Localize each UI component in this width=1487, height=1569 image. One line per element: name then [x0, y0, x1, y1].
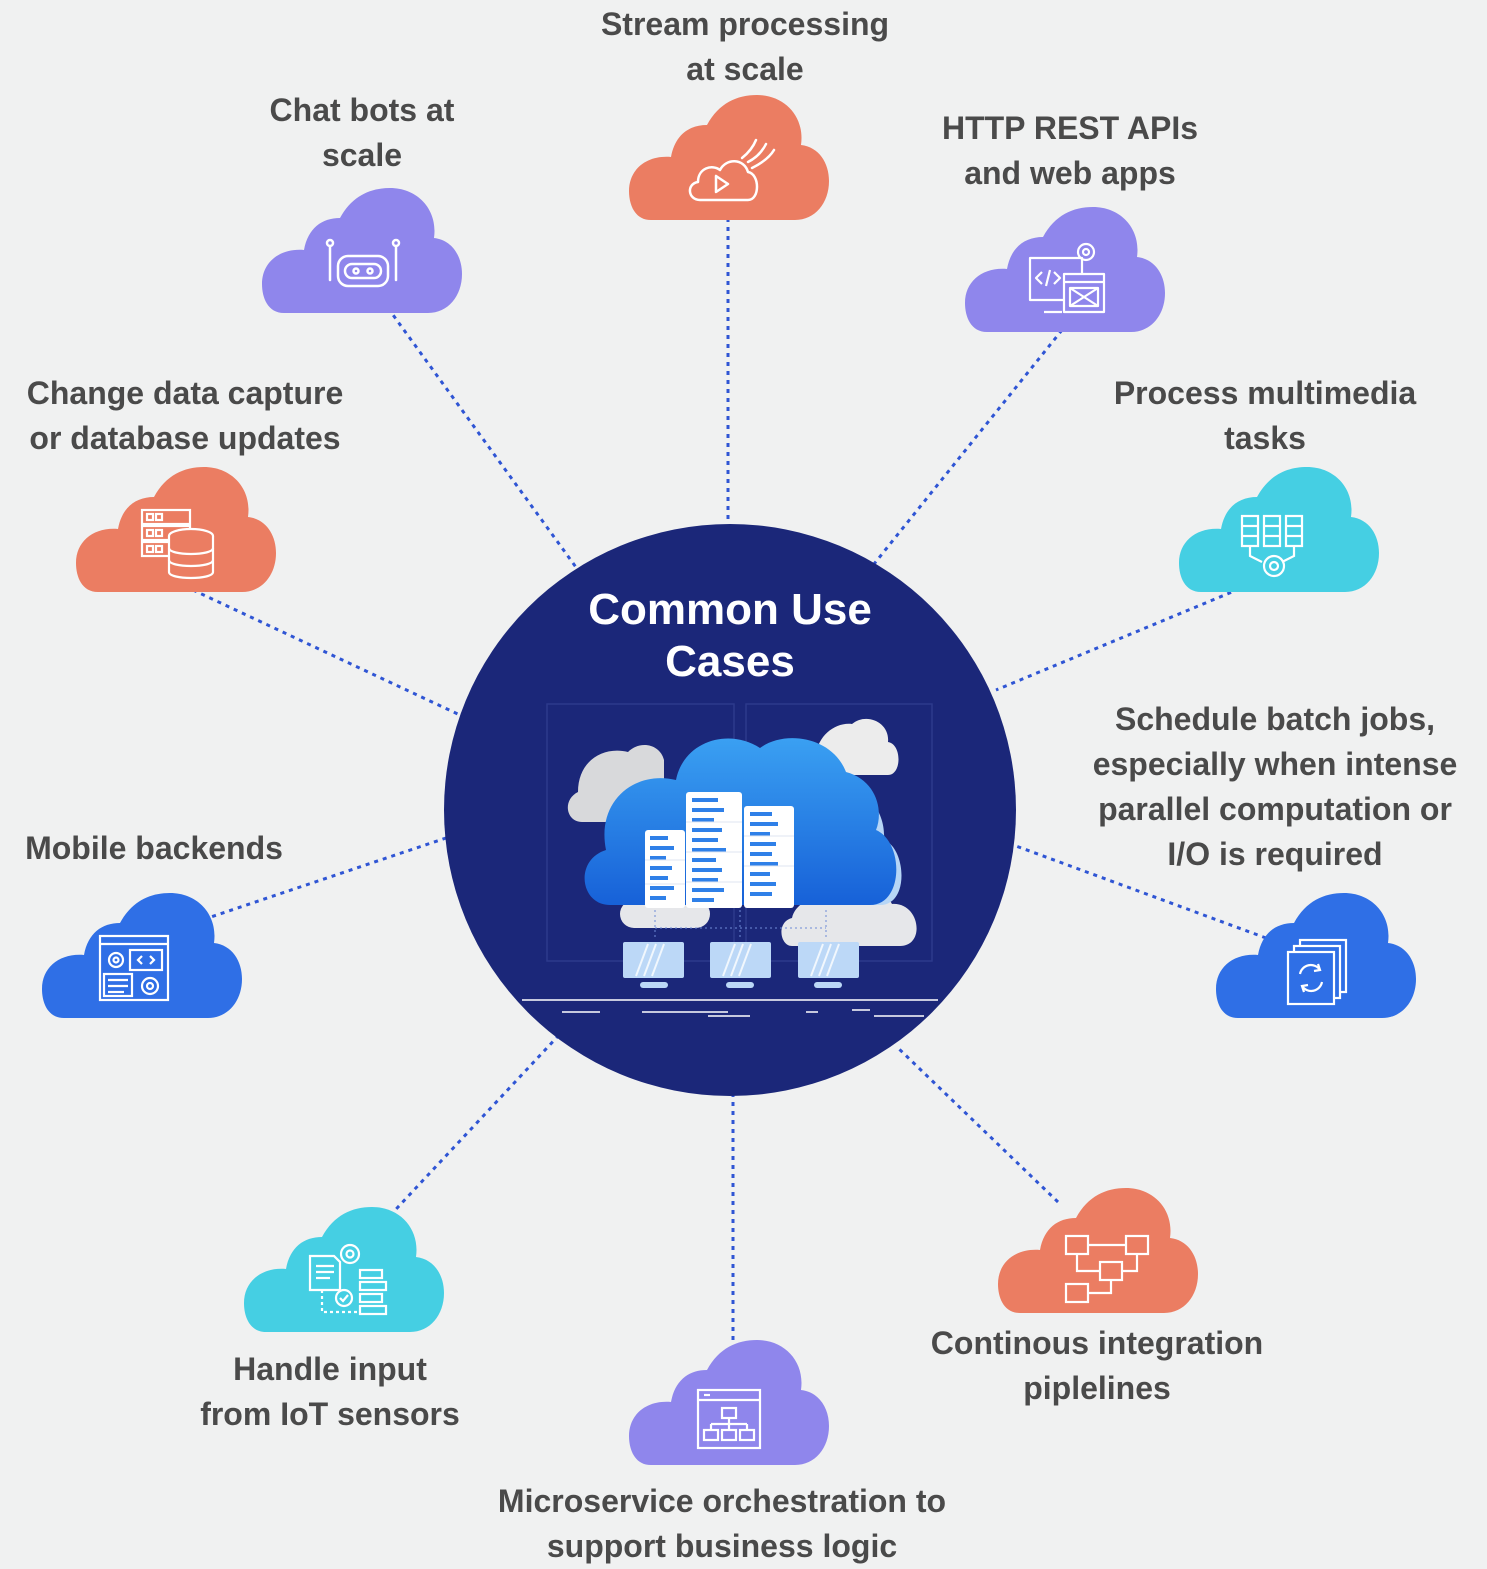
center-title: Common Use Cases: [545, 584, 915, 688]
mobile-backend-icon: [98, 934, 170, 1002]
label-batch-line1: Schedule batch jobs,: [1114, 701, 1436, 737]
label-cdc-line1: Change data capture: [26, 375, 344, 411]
iot-workflow-icon: [308, 1243, 388, 1316]
center-title-line1: Common Use: [588, 585, 872, 634]
monitors: [623, 942, 859, 988]
cloud-stream: [629, 95, 829, 220]
label-mobile-line1: Mobile backends: [25, 830, 283, 866]
label-multimedia-line1: Process multimedia: [1113, 375, 1417, 411]
cloud-mobile: [42, 893, 242, 1018]
connector-chatbots: [386, 307, 580, 571]
cloud-microservice: [629, 1340, 829, 1465]
label-stream-line1: Stream processing: [600, 6, 890, 42]
label-microservice: Microservice orchestration to support bu…: [462, 1479, 982, 1569]
database-server-icon: [140, 508, 215, 580]
label-cdc: Change data capture or database updates: [4, 371, 366, 461]
sitemap-window-icon: [696, 1388, 762, 1450]
label-ci-line1: Continous integration: [930, 1325, 1264, 1361]
label-multimedia-line2: tasks: [1224, 420, 1306, 456]
cloud-http: [965, 207, 1165, 332]
label-iot: Handle input from IoT sensors: [170, 1347, 490, 1437]
cloud-cdc: [76, 467, 276, 592]
cloud-multimedia: [1179, 467, 1379, 592]
web-app-code-icon: [1028, 242, 1106, 314]
label-chatbots: Chat bots at scale: [212, 88, 512, 178]
label-batch-line2: especially when intense: [1092, 746, 1458, 782]
cloud-chatbots: [262, 188, 462, 313]
label-microservice-line2: support business logic: [546, 1528, 898, 1564]
label-http: HTTP REST APIs and web apps: [910, 106, 1230, 196]
label-stream-line2: at scale: [686, 51, 804, 87]
label-mobile: Mobile backends: [4, 826, 304, 871]
label-http-line2: and web apps: [964, 155, 1176, 191]
connectors: [177, 218, 1267, 1340]
center-title-line2: Cases: [665, 637, 795, 686]
label-batch-line3: parallel computation or: [1098, 791, 1452, 827]
label-iot-line2: from IoT sensors: [200, 1396, 460, 1432]
label-ci: Continous integration piplelines: [905, 1321, 1289, 1411]
label-multimedia: Process multimedia tasks: [1095, 371, 1435, 461]
label-iot-line1: Handle input: [233, 1351, 427, 1387]
label-stream: Stream processing at scale: [560, 2, 930, 92]
connector-http: [872, 329, 1064, 565]
cloud-iot: [244, 1207, 444, 1332]
label-http-line1: HTTP REST APIs: [941, 110, 1199, 146]
center-circle: [444, 524, 1016, 1096]
cloud-batch: [1216, 893, 1416, 1018]
batch-files-icon: [1286, 938, 1348, 1006]
cloud-stream-icon: [688, 138, 776, 202]
robot-icon: [325, 238, 401, 288]
connector-iot: [382, 1032, 562, 1224]
label-cdc-line2: or database updates: [29, 420, 341, 456]
connector-mobile: [177, 836, 447, 930]
connector-ci: [894, 1044, 1060, 1204]
servers-gear-icon: [1240, 514, 1304, 578]
label-batch: Schedule batch jobs, especially when int…: [1070, 697, 1480, 877]
label-chatbots-line2: scale: [321, 137, 403, 173]
label-batch-line4: I/O is required: [1167, 836, 1383, 872]
connector-multimedia: [995, 580, 1257, 692]
label-microservice-line1: Microservice orchestration to: [497, 1483, 947, 1519]
connector-cdc: [192, 588, 463, 718]
cloud-ci: [998, 1188, 1198, 1313]
server-racks: [645, 792, 794, 908]
label-chatbots-line1: Chat bots at: [269, 92, 455, 128]
pipeline-icon: [1064, 1234, 1150, 1304]
label-ci-line2: piplelines: [1023, 1370, 1171, 1406]
